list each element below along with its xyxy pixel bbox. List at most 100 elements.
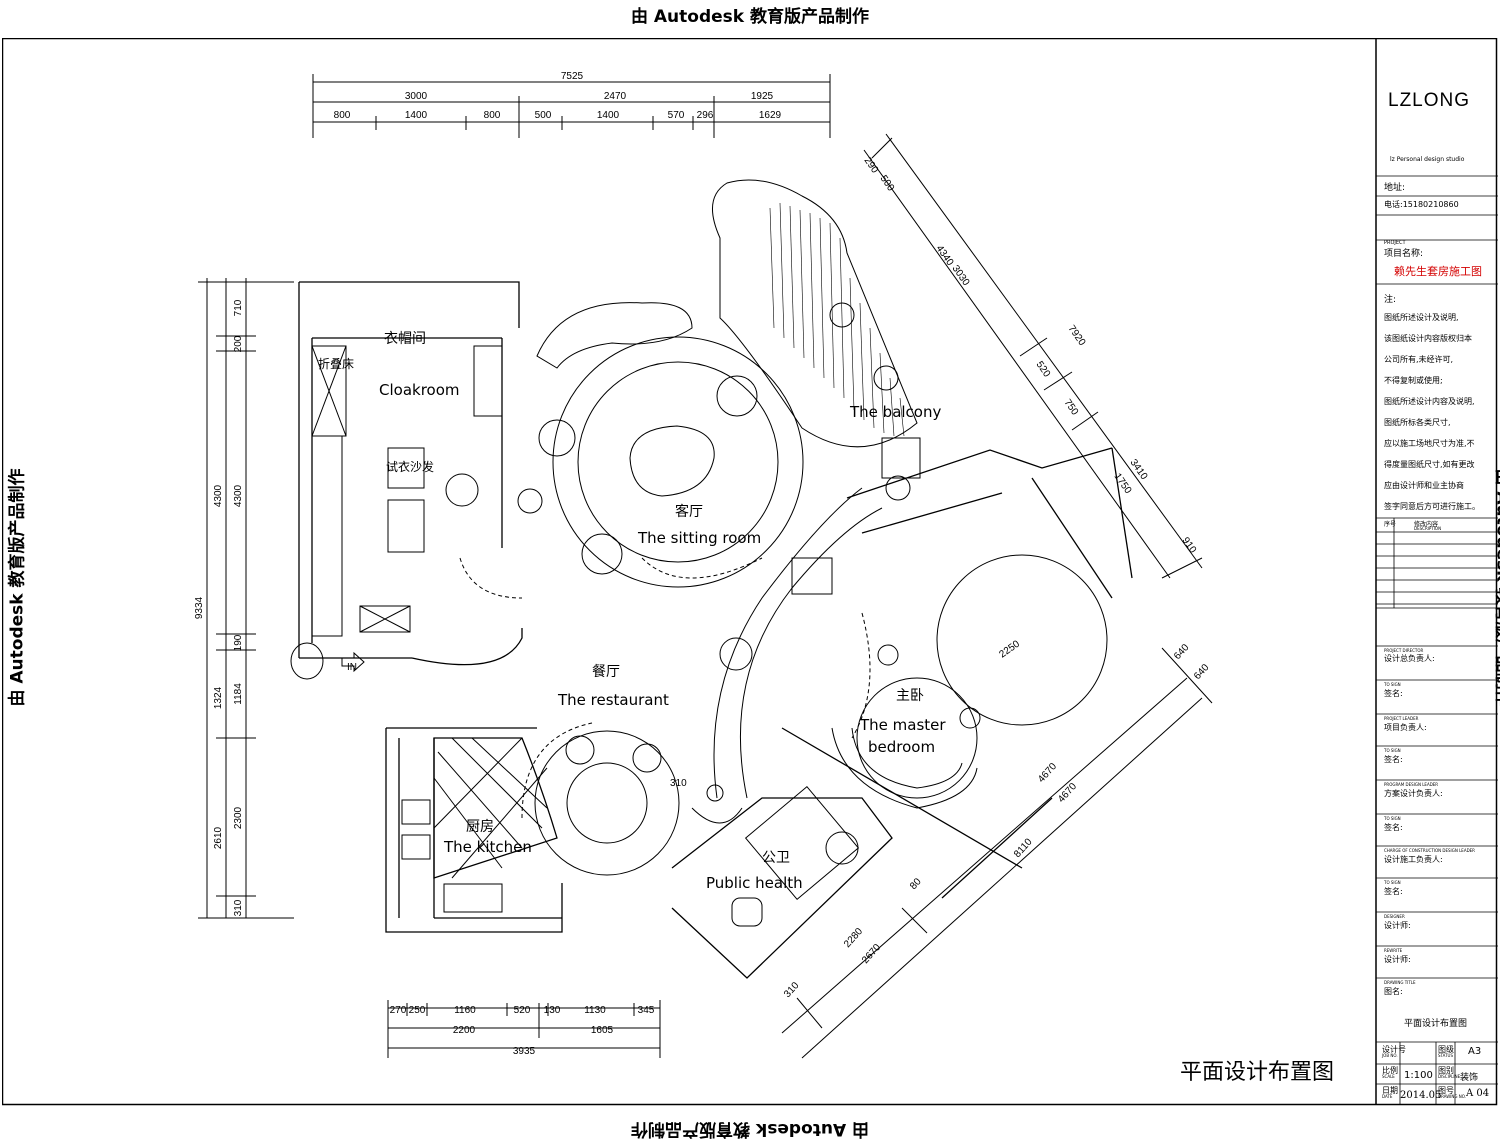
- floor-plan-svg: 7525 3000 2470 1925 800 1400 800 500 140…: [2, 38, 1498, 1106]
- dim-bottom-detail: 270: [390, 1005, 407, 1016]
- restaurant-label: The restaurant: [557, 691, 669, 709]
- drawing-sheet: 7525 3000 2470 1925 800 1400 800 500 140…: [2, 38, 1498, 1106]
- dim-se: 80: [908, 876, 924, 892]
- note-line: 公司所有,未经许可,: [1384, 354, 1453, 365]
- dim-bottom-detail: 130: [544, 1005, 561, 1016]
- fitting-sofa-label: 试衣沙发: [386, 459, 434, 474]
- sitting-room-label: The sitting room: [637, 529, 761, 547]
- role-en: TO SIGN: [1384, 682, 1401, 687]
- planter-bed: [537, 303, 692, 368]
- role-designer: 设计师:: [1384, 920, 1411, 931]
- dim-left-outer: 1324: [213, 686, 224, 709]
- public-health-label-cn: 公卫: [762, 850, 790, 866]
- dim-se: 4670: [1056, 781, 1079, 805]
- dim-ne: 750: [1062, 397, 1081, 417]
- dim-top-mid-1: 3000: [405, 91, 428, 102]
- dim-table: 310: [670, 778, 687, 789]
- dim-ne: 7920: [1066, 323, 1088, 348]
- dim-top-detail: 800: [484, 110, 501, 121]
- cloakroom-stool: [446, 474, 478, 506]
- note-line: 得度量图纸尺寸,如有更改: [1384, 459, 1475, 470]
- dim-ne: 3030: [950, 263, 972, 288]
- balcony-hatch: [770, 203, 904, 436]
- role-sign: 签名:: [1384, 822, 1403, 833]
- sitting-room-label-cn: 客厅: [675, 503, 703, 520]
- role-en: TO SIGN: [1384, 748, 1401, 753]
- dim-bottom-mid: 2200: [453, 1025, 476, 1036]
- washer: [886, 476, 910, 500]
- armchair-3: [582, 534, 622, 574]
- role-design-director: 设计总负责人:: [1384, 653, 1435, 664]
- dim-left-inner: 310: [233, 899, 244, 916]
- discipline-en: DISCIPLINE: [1438, 1074, 1460, 1079]
- dim-left-inner: 190: [233, 634, 244, 651]
- dim-left-outer: 2610: [213, 826, 224, 849]
- note-line: 该图纸设计内容版权归本: [1384, 333, 1472, 344]
- dim-ne: 4340: [934, 243, 956, 268]
- role-en: PROJECT LEADER: [1384, 716, 1418, 721]
- sheet-border: [3, 39, 1497, 1105]
- project-label: 项目名称:: [1384, 246, 1423, 259]
- discipline-value: 装饰: [1460, 1070, 1478, 1083]
- dim-se: 640: [1172, 642, 1192, 662]
- public-health-label: Public health: [706, 874, 803, 892]
- dining-area-circle: [535, 731, 679, 875]
- bedroom-armchair: [792, 558, 832, 594]
- studio-logo: LZLONG: [1388, 90, 1470, 112]
- drawing-title-small: 平面设计布置图: [1404, 1016, 1467, 1029]
- dim-left-outer: 4300: [213, 484, 224, 507]
- address-label: 地址:: [1384, 180, 1405, 193]
- room-labels: 衣帽间 Cloakroom 客厅 The sitting room The ba…: [318, 331, 946, 892]
- role-en: CHARGE OF CONSTRUCTION DESIGN LEADER: [1384, 848, 1475, 853]
- dim-bottom-total: 3935: [513, 1046, 536, 1057]
- dim-se: 640: [1192, 662, 1212, 682]
- dim-top-detail: 570: [668, 110, 685, 121]
- note-line: 注:: [1384, 292, 1396, 305]
- kitchen-sink: [444, 884, 502, 912]
- dim-top-detail: 1400: [597, 110, 620, 121]
- toilet: [732, 898, 762, 926]
- armchair-1: [717, 376, 757, 416]
- dim-top-total: 7525: [561, 71, 584, 82]
- dim-se: 2670: [860, 942, 883, 966]
- note-line: 签字同意后方可进行施工。: [1384, 501, 1480, 512]
- ne-diagonal-dimensions: [864, 134, 1202, 578]
- note-line: 图纸所述设计及说明,: [1384, 312, 1459, 323]
- dim-top-detail: 296: [697, 110, 714, 121]
- dim-top-mid-2: 2470: [604, 91, 627, 102]
- stove-top-2: [402, 835, 430, 859]
- dim-ne: 1750: [1112, 471, 1134, 496]
- restaurant-plant: [720, 638, 752, 670]
- entry-label: IN: [347, 662, 357, 673]
- cloakroom-label-cn: 衣帽间: [384, 331, 426, 347]
- master-bedroom-label-1: The master: [859, 716, 946, 734]
- dim-left-inner: 710: [233, 299, 244, 316]
- dim-se: 4670: [1036, 761, 1059, 785]
- wardrobe-left: [312, 436, 342, 636]
- balcony-label: The balcony: [849, 403, 941, 421]
- master-bedroom-label-cn: 主卧: [896, 688, 924, 704]
- dim-ne: 520: [1034, 359, 1053, 379]
- dim-top-detail: 1629: [759, 110, 782, 121]
- phone-number: 电话:15180210860: [1384, 199, 1459, 210]
- note-line: 不得复制或使用;: [1384, 375, 1443, 386]
- dim-ne: 910: [1180, 535, 1199, 555]
- date-value: 2014.05: [1400, 1090, 1441, 1101]
- dim-ne: 290: [862, 155, 881, 175]
- role-program-leader: 方案设计负责人:: [1384, 788, 1443, 799]
- drawing-no-value: A 04: [1466, 1088, 1489, 1099]
- watermark-top: 由 Autodesk 教育版产品制作: [0, 2, 1500, 27]
- role-drawing-title: 图名:: [1384, 986, 1403, 997]
- role-construction-leader: 设计施工负责人:: [1384, 854, 1443, 865]
- armchair-2: [539, 420, 575, 456]
- fitting-sofa: [388, 500, 424, 552]
- dim-left-inner: 200: [233, 335, 244, 352]
- role-en: TO SIGN: [1384, 880, 1401, 885]
- restaurant-opening: [692, 808, 742, 823]
- studio-subtitle: lz Personal design studio: [1390, 156, 1464, 163]
- dining-table: [567, 763, 647, 843]
- drawing-title-large: 平面设计布置图: [1180, 1060, 1334, 1085]
- date-en: DATE: [1382, 1094, 1392, 1099]
- kitchen-label: The kitchen: [443, 838, 532, 856]
- dim-se: 310: [782, 980, 802, 1000]
